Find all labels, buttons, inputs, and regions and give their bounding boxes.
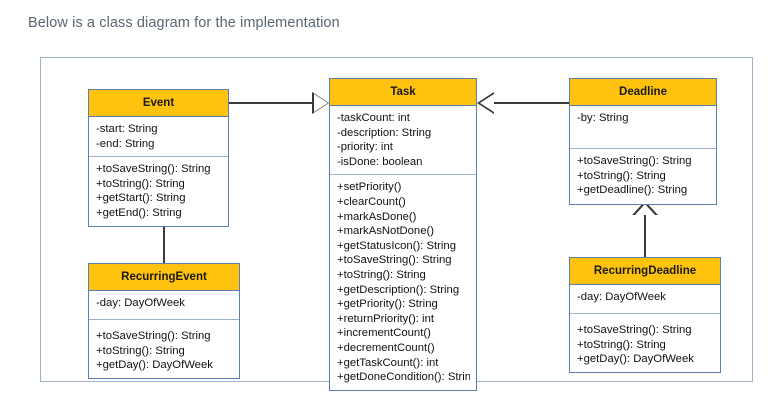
uml-class-name-event: Event [89, 90, 228, 117]
uml-attribute: -start: String [96, 123, 158, 135]
uml-method: +getDoneCondition(): String [337, 371, 470, 384]
uml-attribute: -isDone: boolean [337, 155, 423, 168]
uml-method: +markAsNotDone() [337, 225, 434, 238]
uml-method: +toSaveString(): String [96, 163, 211, 176]
page-heading: Below is a class diagram for the impleme… [28, 15, 340, 31]
uml-method: +getTaskCount(): int [337, 356, 439, 369]
uml-class-name-deadline: Deadline [570, 79, 716, 106]
uml-method: +getPriority(): String [337, 298, 438, 311]
uml-methods-recurring-event: +toSaveString(): String +toString(): Str… [89, 320, 239, 378]
uml-method: +toString(): String [577, 169, 666, 182]
uml-class-event[interactable]: Event -start: String -end: String +toSav… [88, 89, 229, 227]
uml-method: +getDay(): DayOfWeek [96, 359, 213, 372]
uml-attribute: -by: String [577, 112, 629, 124]
uml-class-recurring-event[interactable]: RecurringEvent -day: DayOfWeek +toSaveSt… [88, 263, 240, 379]
uml-method: +toString(): String [337, 268, 426, 281]
uml-method: +toSaveString(): String [337, 254, 452, 267]
uml-method: +getEnd(): String [96, 206, 182, 219]
uml-methods-event: +toSaveString(): String +toString(): Str… [89, 157, 228, 225]
uml-class-recurring-deadline[interactable]: RecurringDeadline -day: DayOfWeek +toSav… [569, 257, 721, 373]
uml-method: +toString(): String [96, 344, 185, 357]
uml-method: +toSaveString(): String [577, 155, 692, 167]
uml-class-task[interactable]: Task -taskCount: int -description: Strin… [329, 78, 477, 391]
uml-attributes-recurring-event: -day: DayOfWeek [89, 291, 239, 320]
uml-class-name-recurring-deadline: RecurringDeadline [570, 258, 720, 285]
uml-attributes-task: -taskCount: int -description: String -pr… [330, 106, 476, 176]
generalization-arrowhead-fill-recurring-deadline-deadline [635, 204, 655, 215]
uml-method: +markAsDone() [337, 210, 417, 223]
uml-method: +getStart(): String [96, 192, 186, 205]
generalization-line-event-task [229, 102, 313, 104]
uml-class-deadline[interactable]: Deadline -by: String +toSaveString(): St… [569, 78, 717, 205]
uml-attribute: -taskCount: int [337, 112, 410, 124]
uml-class-name-task: Task [330, 79, 476, 106]
generalization-line-recurring-deadline-deadline [644, 215, 646, 257]
uml-class-name-recurring-event: RecurringEvent [89, 264, 239, 291]
uml-method: +getStatusIcon(): String [337, 239, 456, 252]
uml-method: +toString(): String [577, 338, 666, 351]
uml-attributes-event: -start: String -end: String [89, 117, 228, 158]
generalization-line-recurring-event-event [163, 221, 165, 263]
uml-method: +getDescription(): String [337, 283, 460, 296]
uml-attribute: -description: String [337, 126, 432, 139]
uml-methods-recurring-deadline: +toSaveString(): String +toString(): Str… [570, 314, 720, 372]
uml-method: +getDeadline(): String [577, 184, 688, 197]
uml-method: +toString(): String [96, 177, 185, 190]
uml-attribute: -day: DayOfWeek [96, 297, 185, 309]
uml-method: +setPriority() [337, 181, 402, 194]
uml-method: +toSaveString(): String [577, 324, 692, 336]
uml-method: +returnPriority(): int [337, 312, 434, 325]
uml-attribute: -end: String [96, 137, 155, 150]
uml-method: +getDay(): DayOfWeek [577, 353, 694, 366]
generalization-arrowhead-fill-deadline-task [480, 94, 494, 112]
uml-attribute: -priority: int [337, 141, 393, 154]
uml-methods-task: +setPriority() +clearCount() +markAsDone… [330, 175, 476, 389]
uml-method: +decrementCount() [337, 341, 435, 354]
class-diagram-frame: Event -start: String -end: String +toSav… [40, 57, 753, 391]
uml-attributes-recurring-deadline: -day: DayOfWeek [570, 285, 720, 314]
generalization-arrowhead-fill-event-task [314, 94, 328, 112]
generalization-line-deadline-task [494, 102, 569, 104]
uml-attribute: -day: DayOfWeek [577, 291, 666, 303]
uml-method: +toSaveString(): String [96, 330, 211, 342]
uml-method: +clearCount() [337, 195, 406, 208]
uml-attributes-deadline: -by: String [570, 106, 716, 149]
uml-methods-deadline: +toSaveString(): String +toString(): Str… [570, 149, 716, 204]
uml-method: +incrementCount() [337, 327, 431, 340]
